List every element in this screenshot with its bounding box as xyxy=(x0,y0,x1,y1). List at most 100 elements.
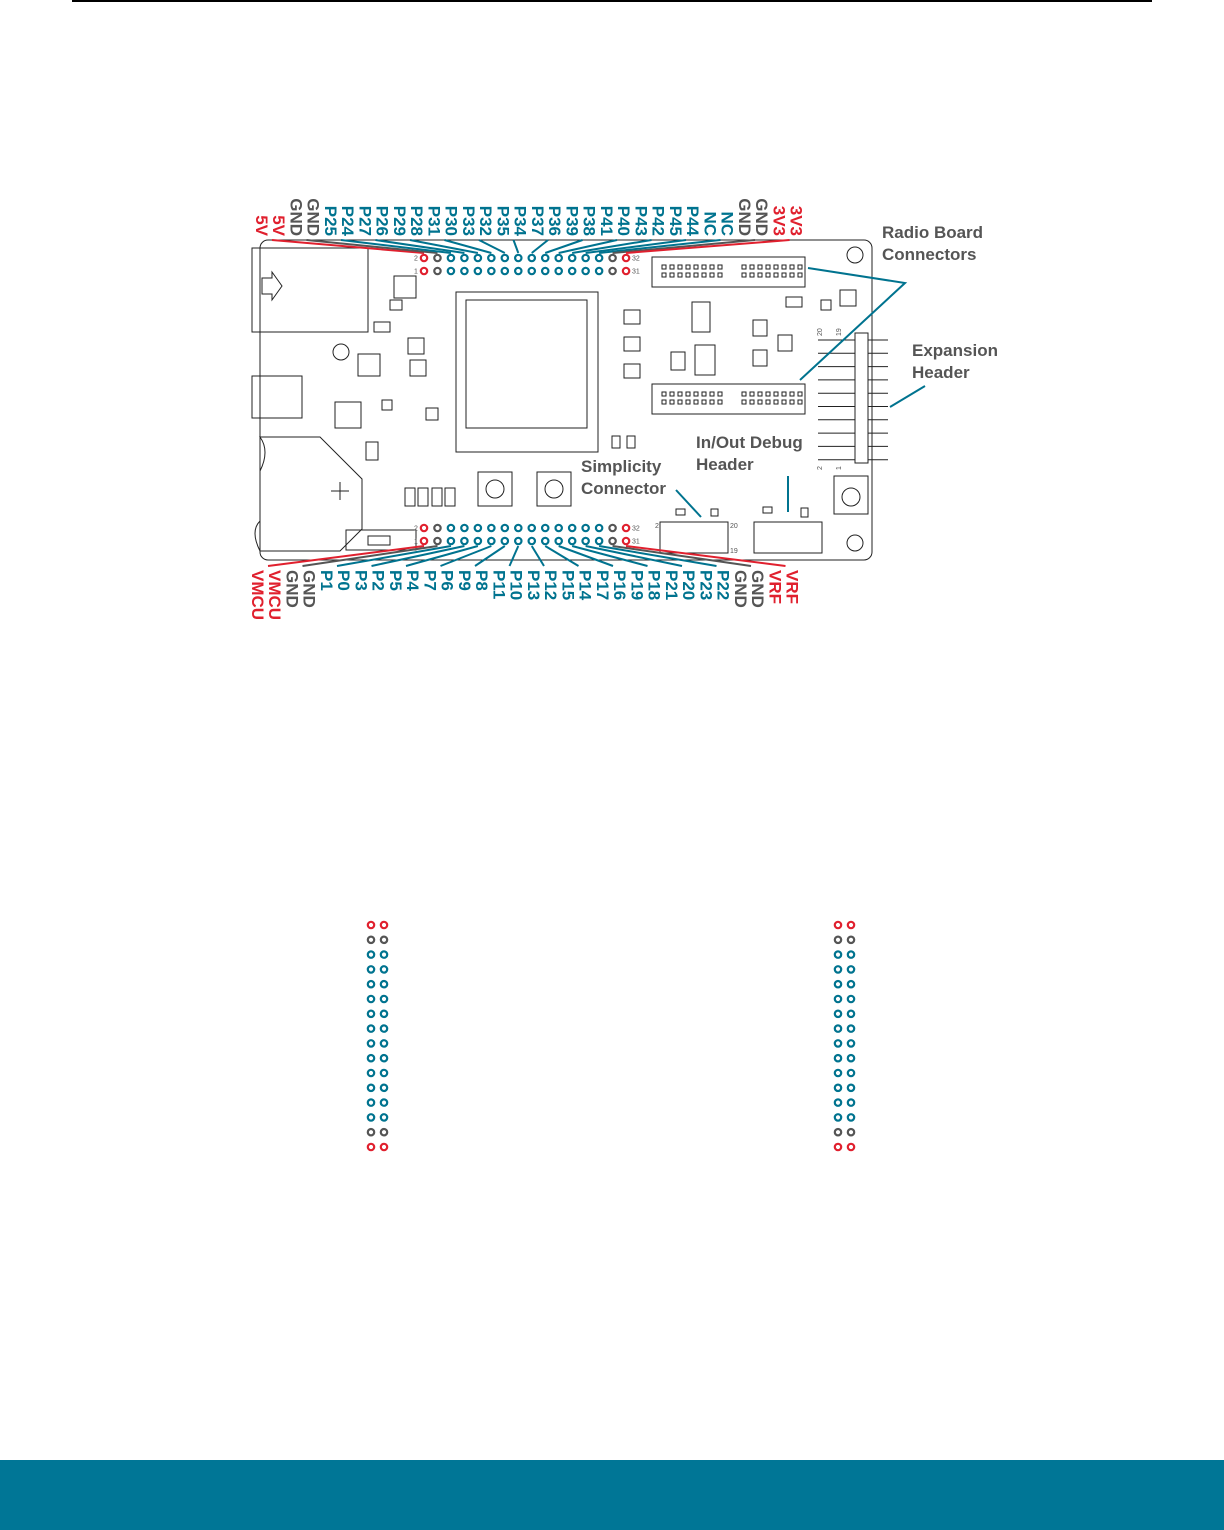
pin-number-label: 32 xyxy=(632,256,640,263)
pin-label-text: P24 xyxy=(338,206,357,237)
header-pin xyxy=(554,536,564,546)
pin-leader-line xyxy=(558,239,618,254)
simplicity-pin-2-label: 2 xyxy=(655,523,659,530)
pin-leader-line xyxy=(302,545,438,567)
pin-label-text: P13 xyxy=(524,570,543,600)
pin-label-text: P45 xyxy=(666,206,685,236)
header-pin xyxy=(473,253,483,263)
pin-label-text: P36 xyxy=(545,206,564,236)
push-button-0[interactable] xyxy=(477,471,513,507)
pin-leader-line xyxy=(572,239,652,254)
header-pin xyxy=(419,266,429,276)
header-pin xyxy=(527,266,537,276)
header-pin xyxy=(419,523,429,533)
pin-label-text: P44 xyxy=(683,206,702,237)
simplicity-pin-20-label: 20 xyxy=(730,523,738,530)
pin-label-text: P22 xyxy=(714,570,733,600)
header-pin xyxy=(554,523,564,533)
reset-button[interactable] xyxy=(833,475,869,515)
header-pin xyxy=(846,1009,856,1019)
header-pin xyxy=(366,935,376,945)
pin-number-label: 2 xyxy=(414,526,418,533)
push-button-1[interactable] xyxy=(536,471,572,507)
header-pin xyxy=(581,253,590,263)
pin-leader-line xyxy=(474,545,506,567)
header-pin xyxy=(594,253,604,263)
pin-leader-line xyxy=(585,239,687,254)
pin-label-text: P20 xyxy=(679,570,698,600)
header-pin xyxy=(540,536,550,546)
radio-board-label-line1: Radio Board xyxy=(882,223,983,242)
header-pin xyxy=(846,979,856,989)
pin-leader-line xyxy=(625,545,786,567)
header-pin xyxy=(446,253,456,263)
header-pin xyxy=(513,523,523,533)
header-pin xyxy=(581,523,590,533)
radio-board-connector-bottom xyxy=(651,383,806,415)
header-pin xyxy=(833,994,843,1004)
header-pin xyxy=(846,1053,856,1063)
header-pin xyxy=(621,266,631,276)
header-pin xyxy=(379,1024,389,1033)
pin-label-text: VRF xyxy=(783,570,802,604)
pin-leader-line xyxy=(544,239,583,254)
pin-label-text: P6 xyxy=(438,570,457,591)
header-pin xyxy=(594,523,604,533)
pin-leader-line xyxy=(444,239,492,254)
header-pin xyxy=(379,1127,389,1137)
pin-label-text: GND xyxy=(287,198,306,236)
header-pin xyxy=(366,1083,376,1093)
pin-label-text: P35 xyxy=(494,206,513,236)
pin-number-label: 32 xyxy=(632,526,640,533)
pin-leader-line xyxy=(375,239,465,254)
header-pin xyxy=(366,950,376,959)
header-pin xyxy=(500,266,510,276)
simplicity-pin-19-label: 19 xyxy=(730,548,738,555)
header-pin xyxy=(540,523,550,533)
pin-label-text: GND xyxy=(304,198,323,236)
pin-label-text: P17 xyxy=(593,570,612,600)
header-pin xyxy=(419,253,429,263)
header-pin xyxy=(846,1113,856,1122)
header-pin xyxy=(433,266,442,276)
board-pinout-diagram: 20 19 2 1 2 20 19 5V5VGNDGNDP25P24P27P26… xyxy=(248,198,998,1152)
header-pin xyxy=(833,1024,843,1033)
header-pin xyxy=(366,965,376,974)
pin-leader-line xyxy=(530,545,545,567)
pin-leader-line xyxy=(371,545,465,567)
arrow-icon xyxy=(261,270,283,302)
header-pin xyxy=(460,266,469,276)
pin-leader-line xyxy=(544,545,580,567)
expansion-pin-1-label: 1 xyxy=(836,466,843,470)
pin-label-text: P38 xyxy=(580,206,599,236)
pin-leader-line xyxy=(508,545,520,567)
pin-label-text: P9 xyxy=(455,570,474,591)
pin-label-text: VRF xyxy=(766,570,785,604)
header-pin xyxy=(366,920,376,930)
pin-leader-line xyxy=(512,239,520,254)
pin-label-text: P15 xyxy=(559,570,578,600)
header-pin xyxy=(833,1098,843,1107)
pin-label-text: P33 xyxy=(459,206,478,236)
header-pin xyxy=(473,266,483,276)
header-pin xyxy=(608,536,617,546)
header-pin xyxy=(527,536,537,546)
mcu-chip-outline xyxy=(455,291,599,453)
expansion-label-line2: Header xyxy=(912,363,970,382)
pin-label-text: 3V3 xyxy=(770,206,789,236)
header-pin xyxy=(833,1009,843,1019)
header-pin xyxy=(833,1113,843,1122)
pin-label-text: P23 xyxy=(697,570,716,600)
